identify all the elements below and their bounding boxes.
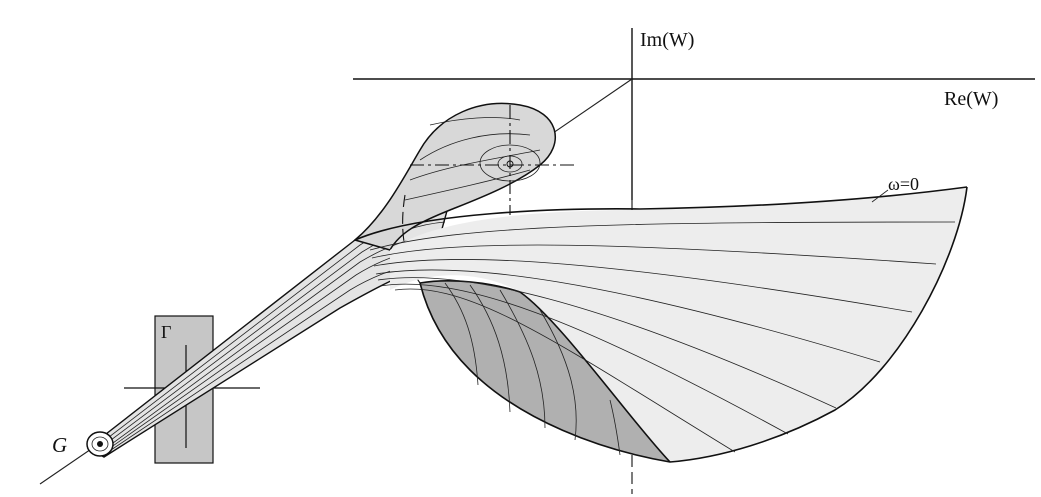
fan-line [375, 269, 881, 363]
fan-line [369, 221, 956, 251]
bulb [353, 102, 578, 284]
imaginary-axis-label: Im(W) [640, 29, 694, 51]
bulb-body [353, 102, 556, 251]
fan-ridge-edge [419, 280, 671, 463]
fan-outer-edge [419, 186, 968, 463]
omega-zero-label: ω=0 [888, 174, 919, 194]
fan-line [371, 244, 937, 265]
bulb-line [419, 133, 531, 161]
fan-line [373, 258, 913, 313]
fan-line [394, 288, 736, 453]
gamma-label: Γ [161, 322, 171, 342]
omega-zero-edge [354, 186, 968, 241]
real-axis-label: Re(W) [944, 88, 998, 110]
bulb-line [429, 117, 521, 126]
fan-surface [354, 186, 968, 463]
fan-line [539, 309, 577, 441]
g-label: G [52, 433, 67, 457]
fan-line [609, 399, 621, 456]
spiral-center [97, 441, 103, 447]
fan-line [377, 277, 837, 409]
fan-line [499, 289, 546, 429]
omega-zero-leader [871, 189, 889, 203]
fan-line [469, 284, 511, 413]
spiral-mid [91, 436, 109, 452]
bulb-line [404, 169, 531, 201]
fan-line [379, 283, 789, 435]
bulb-hidden-edge [402, 194, 421, 284]
fan-dark-region [420, 280, 670, 462]
bulb-line [409, 149, 541, 181]
fan-light-region [390, 187, 967, 462]
fan-line [444, 282, 479, 386]
tube-end-spiral [86, 431, 114, 457]
